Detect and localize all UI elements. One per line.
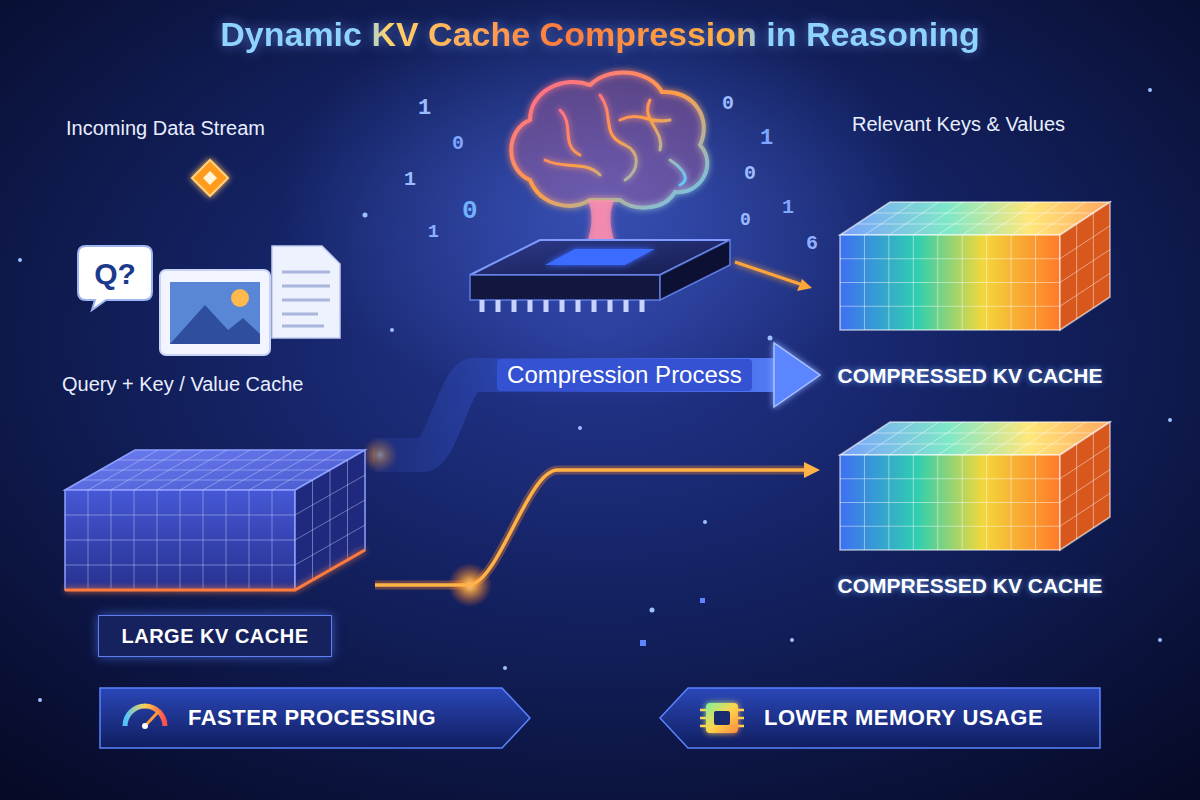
particle <box>700 598 705 603</box>
arrow-head <box>804 462 820 478</box>
grid-lines <box>1060 433 1110 539</box>
cache-front <box>65 490 295 590</box>
chip-side <box>660 240 730 300</box>
brain-outline <box>511 72 707 207</box>
grid-lines <box>857 422 1094 455</box>
particle <box>38 698 42 702</box>
particle <box>790 638 794 642</box>
particle <box>1168 418 1172 422</box>
particle <box>768 336 773 341</box>
question-bubble: Q? <box>78 246 152 310</box>
particle <box>703 520 707 524</box>
node-text: COMPRESSED KV CACHE <box>838 364 1103 388</box>
benefit-banner: FASTER PROCESSING <box>100 688 530 748</box>
grid-lines <box>857 202 1094 235</box>
section-underline <box>828 145 1142 147</box>
particle <box>1158 638 1162 642</box>
grid-lines <box>65 490 295 590</box>
image-icon <box>160 270 270 355</box>
large-kv-cache-block: LARGE KV CACHE <box>55 440 375 665</box>
particle <box>1148 88 1152 92</box>
particle <box>650 608 655 613</box>
particle <box>390 328 394 332</box>
particle <box>363 213 368 218</box>
image-icon-sky <box>170 282 260 344</box>
connector-label: Compression Process <box>497 359 752 392</box>
arrow-head <box>774 343 820 407</box>
cache-front <box>840 455 1060 550</box>
banner-shape <box>100 688 530 748</box>
particle <box>18 258 22 262</box>
document-lines <box>282 272 330 326</box>
binary-digit: 1 <box>404 168 416 192</box>
gauge-hub <box>142 723 148 729</box>
node-text: LARGE KV CACHE <box>98 615 331 657</box>
grid-lines <box>840 455 1060 550</box>
particle <box>503 666 507 670</box>
grid-lines <box>295 460 365 580</box>
binary-digit: 1 <box>428 222 439 244</box>
grid-lines <box>840 235 1060 330</box>
node-text: COMPRESSED KV CACHE <box>838 574 1103 598</box>
section-label: Relevant Keys & Values <box>852 112 1065 136</box>
section-label: Query + Key / Value Cache <box>62 372 303 396</box>
binary-digit: 0 <box>744 162 756 186</box>
memory-chip-core <box>714 711 730 725</box>
memory-chip-icon <box>706 703 738 733</box>
cache-side <box>1060 202 1110 330</box>
particles <box>18 88 1172 702</box>
brain-illustration <box>511 72 707 250</box>
glow-ray <box>735 262 800 284</box>
binary-digit: 1 <box>418 96 431 122</box>
image-icon-mountains <box>170 305 260 344</box>
stream-diamond <box>192 160 228 196</box>
glow-ray-head <box>797 279 812 291</box>
particle <box>578 426 582 430</box>
connector <box>375 462 820 585</box>
compressed-kv-cache-block: COMPRESSED KV CACHE <box>820 190 1120 400</box>
binary-digit: 1 <box>782 196 794 220</box>
chip-pins <box>482 300 642 312</box>
brain-folds <box>545 95 685 185</box>
connector <box>375 343 820 455</box>
cache-front <box>840 235 1060 330</box>
connector-line <box>375 470 806 585</box>
processor-chip <box>470 240 730 312</box>
image-icon-sun <box>231 289 249 307</box>
grid-lines <box>83 450 348 490</box>
cache-side <box>1060 422 1110 550</box>
binary-digit: 6 <box>806 232 818 256</box>
binary-digit: 1 <box>760 126 773 152</box>
node-text: FASTER PROCESSING <box>188 705 436 731</box>
stream-diamond-core <box>203 171 217 185</box>
connector-glow <box>375 470 806 585</box>
binary-digit: 0 <box>462 196 478 227</box>
cache-glow-edge <box>65 550 365 590</box>
benefit-banner: LOWER MEMORY USAGE <box>660 688 1100 748</box>
chip-core <box>545 249 655 265</box>
document-icon <box>272 246 340 338</box>
node-text: LOWER MEMORY USAGE <box>764 705 1043 731</box>
node-text: Q? <box>94 257 136 290</box>
binary-digit: 0 <box>452 132 464 156</box>
binary-digit: 0 <box>722 92 734 116</box>
center-glow <box>280 0 920 410</box>
speech-bubble <box>78 246 152 310</box>
banner-shape <box>660 688 1100 748</box>
section-underline <box>55 403 360 405</box>
title-bar: Dynamic KV Cache Compression in Reasonin… <box>0 14 1200 55</box>
grid-lines <box>1060 213 1110 319</box>
compressed-kv-cache-block: COMPRESSED KV CACHE <box>820 410 1120 610</box>
section-label: Incoming Data Stream <box>66 116 265 140</box>
particle <box>640 640 646 646</box>
binary-digit: 0 <box>740 210 751 232</box>
diagram-title: Dynamic KV Cache Compression in Reasonin… <box>220 14 980 55</box>
chip-front <box>470 275 660 300</box>
